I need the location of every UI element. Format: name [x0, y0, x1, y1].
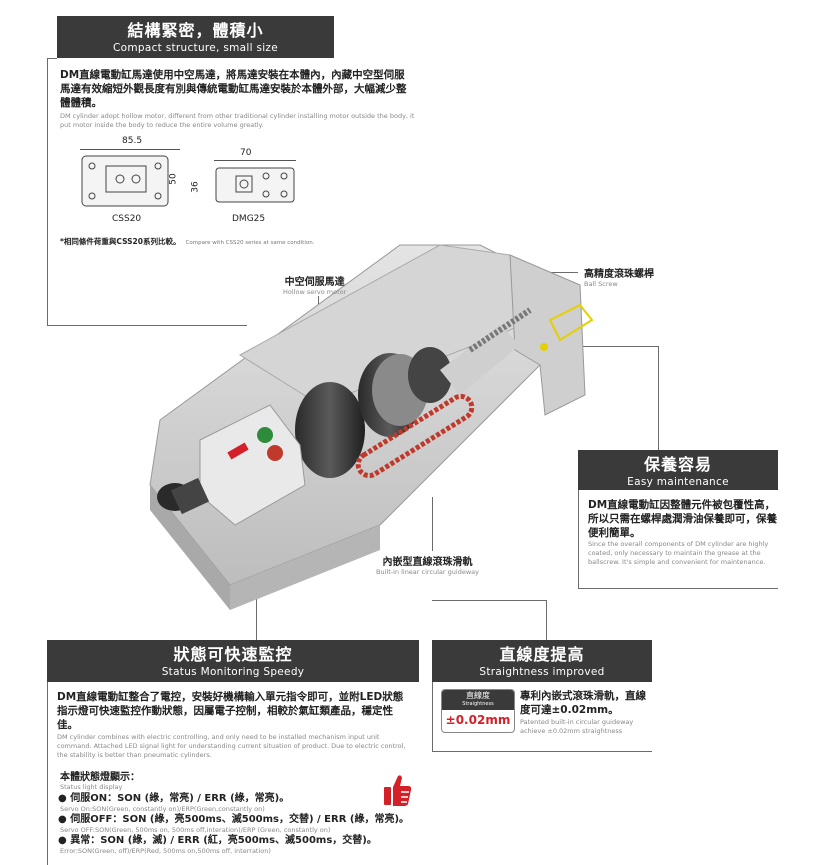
- maint-leader-h: [540, 346, 658, 347]
- css20-outline: [81, 155, 169, 207]
- dmg25-outline: [215, 167, 295, 203]
- compact-frame-bottom: [47, 325, 247, 326]
- straightness-badge-en: Straightness: [462, 701, 494, 707]
- status-title: 狀態可快速監控: [173, 645, 293, 664]
- maintenance-header: 保養容易 Easy maintenance: [578, 450, 778, 490]
- straightness-body-zh: 專利內嵌式滾珠滑軌，直線度可達±0.02mm。: [520, 690, 646, 716]
- status-item-1: ● 伺服ON：SON (綠，常亮) / ERR (綠，常亮)。: [58, 793, 290, 804]
- status-item-2-en: Servo OFF:SON(Green, 500ms on, 500ms off…: [60, 826, 331, 834]
- status-item-1-en: Servo On:SON(Green, constantly on)/ERP(G…: [60, 805, 265, 813]
- status-item-2: ● 伺服OFF：SON (綠，亮500ms、滅500ms，交替) / ERR (…: [58, 814, 410, 825]
- straightness-badge: 直線度 Straightness ±0.02mm: [441, 689, 515, 733]
- status-display-zh: 本體狀態燈顯示：: [60, 772, 140, 783]
- dmg25-name: DMG25: [232, 214, 266, 224]
- ballscrew-callout: 高精度滾珠螺桿 Ball Screw: [584, 265, 654, 288]
- status-subtitle: Status Monitoring Speedy: [161, 666, 305, 678]
- compact-note-zh: *相同條件荷重與CSS20系列比較。: [60, 237, 181, 246]
- straightness-title: 直線度提高: [499, 645, 585, 664]
- compact-note-en: Compare with CSS20 series at same condit…: [185, 240, 315, 246]
- straight-leader-h: [432, 600, 546, 601]
- straightness-badge-head: 直線度 Straightness: [442, 690, 514, 710]
- status-body-zh: DM直線電動缸整合了電控，安裝好機構輸入單元指令即可，並附LED狀態指示燈可快速…: [57, 691, 404, 731]
- maintenance-body-en: Since the overall components of DM cylin…: [588, 540, 769, 566]
- status-display-en: Status light display: [60, 783, 123, 791]
- thumbs-up-icon: [384, 775, 412, 806]
- guideway-leader: [432, 497, 433, 551]
- css20-dim-line: [80, 149, 180, 150]
- css20-name: CSS20: [112, 214, 142, 224]
- compact-note: *相同條件荷重與CSS20系列比較。 Compare with CSS20 se…: [60, 229, 314, 248]
- status-item-3-en: Error:SON(Green, off)/ERP(Red, 500ms on,…: [60, 847, 271, 855]
- guideway-callout: 內嵌型直線滾珠滑軌 Built-in linear circular guide…: [376, 553, 479, 576]
- straightness-badge-value: ±0.02mm: [445, 713, 511, 727]
- css20-drawing: 85.5 50 CSS20: [78, 136, 193, 226]
- maint-frame-left: [578, 478, 579, 588]
- compact-subtitle: Compact structure, small size: [113, 42, 278, 54]
- straightness-badge-zh: 直線度: [466, 691, 490, 700]
- dmg25-dim-line: [214, 160, 296, 161]
- css20-width-label: 85.5: [122, 136, 143, 146]
- maintenance-body-zh: DM直線電動缸因整體元件被包覆性高，所以只需在螺桿處潤滑油保養即可，保養便利簡單…: [588, 499, 777, 539]
- status-header: 狀態可快速監控 Status Monitoring Speedy: [47, 640, 419, 682]
- straight-frame-left: [432, 682, 433, 752]
- dmg25-width-label: 70: [240, 148, 252, 158]
- compact-title: 結構緊密，體積小: [127, 21, 264, 40]
- guideway-callout-en: Built-in linear circular guideway: [376, 568, 479, 576]
- css20-height-label: 50: [168, 173, 179, 185]
- guideway-callout-zh: 內嵌型直線滾珠滑軌: [382, 557, 473, 568]
- compact-body-zh: DM直線電動缸馬達使用中空馬達，將馬達安裝在本體內，內藏中空型伺服馬達有效縮短外…: [60, 69, 407, 109]
- straightness-subtitle: Straightness improved: [479, 666, 605, 678]
- hollow-callout-en: Hollow servo motor: [283, 288, 347, 296]
- maint-leader-v: [658, 346, 659, 450]
- compact-frame-top: [47, 58, 57, 59]
- maintenance-subtitle: Easy maintenance: [627, 476, 729, 488]
- dmg25-height-label: 36: [190, 181, 201, 193]
- straightness-body-en: Patented built-in circular guideway achi…: [520, 718, 634, 735]
- straightness-header: 直線度提高 Straightness improved: [432, 640, 652, 682]
- hollow-callout-zh: 中空伺服馬達: [284, 277, 345, 288]
- compact-body-en: DM cylinder adopt hollow motor, differen…: [60, 112, 415, 129]
- status-body-en: DM cylinder combines with electric contr…: [57, 733, 406, 759]
- hollow-callout: 中空伺服馬達 Hollow servo motor: [283, 273, 346, 296]
- maintenance-title: 保養容易: [643, 455, 712, 474]
- straight-frame-bottom: [432, 751, 652, 752]
- status-frame-left: [47, 680, 48, 865]
- ballscrew-callout-en: Ball Screw: [584, 280, 618, 288]
- dm-cylinder-illustration: [149, 244, 594, 610]
- ballscrew-callout-zh: 高精度滾珠螺桿: [584, 269, 654, 280]
- compact-frame-left: [47, 58, 48, 326]
- maint-frame-bottom: [578, 588, 778, 589]
- status-item-3: ● 異常：SON (綠，滅) / ERR (紅，亮500ms、滅500ms，交替…: [58, 835, 377, 846]
- dmg25-drawing: 70 36 DMG25: [190, 148, 300, 226]
- straight-leader-v: [546, 600, 547, 640]
- compact-header: 結構緊密，體積小 Compact structure, small size: [57, 16, 334, 58]
